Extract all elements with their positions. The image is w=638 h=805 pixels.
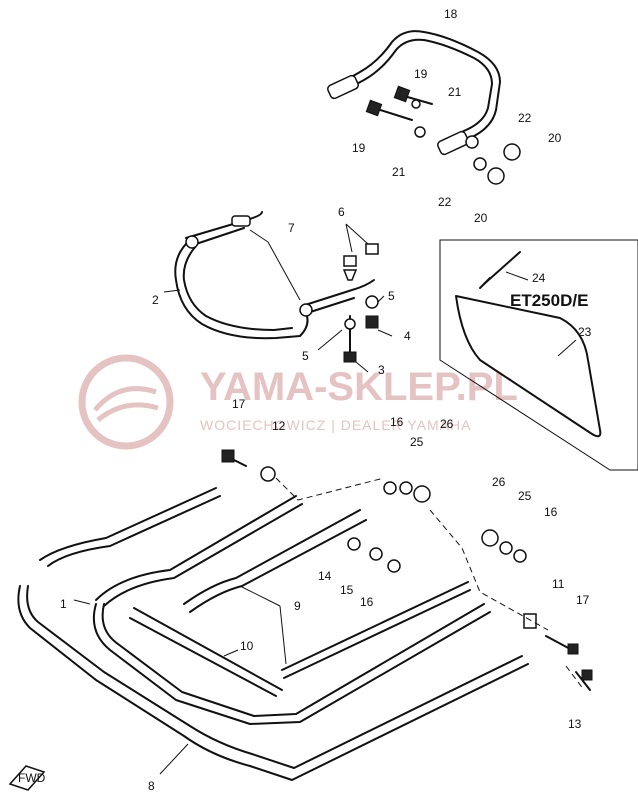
callout-24: 24 (532, 271, 546, 285)
callout-8: 8 (148, 779, 155, 793)
watermark-logo (78, 354, 174, 450)
callout-23: 23 (578, 325, 592, 339)
callout-14: 14 (318, 569, 332, 583)
callout-17: 17 (232, 397, 246, 411)
handle-fasteners (365, 85, 521, 185)
callout-22: 22 (518, 111, 532, 125)
callout-13: 13 (568, 717, 582, 731)
callout-16: 16 (360, 595, 374, 609)
callout-5: 5 (388, 289, 395, 303)
callout-21: 21 (392, 165, 406, 179)
callout-6: 6 (338, 205, 345, 219)
callout-22: 22 (438, 195, 452, 209)
callout-1: 1 (60, 597, 67, 611)
callout-15: 15 (340, 583, 354, 597)
rear-cover (17, 585, 529, 781)
watermark: YAMA-SKLEP.PL WOCIECHOWICZ | DEALER YAMA… (78, 354, 518, 450)
callout-9: 9 (294, 599, 301, 613)
callout-4: 4 (404, 329, 411, 343)
fwd-indicator: FWD (8, 765, 46, 791)
skid-rails (39, 487, 471, 697)
callout-12: 12 (272, 419, 286, 433)
callout-18: 18 (444, 7, 458, 21)
callout-26: 26 (492, 475, 506, 489)
variant-label: ET250D/E (510, 291, 588, 310)
guide-lines (275, 477, 585, 691)
variant-inset: ET250D/E (439, 239, 638, 471)
callout-16: 16 (544, 505, 558, 519)
rail-fasteners (221, 449, 593, 691)
callout-19: 19 (352, 141, 366, 155)
callout-25: 25 (410, 435, 424, 449)
leader-lines (73, 223, 577, 775)
watermark-title: YAMA-SKLEP.PL (200, 365, 518, 409)
callout-26: 26 (440, 417, 454, 431)
callout-10: 10 (240, 639, 254, 653)
bumper-fasteners (342, 243, 379, 363)
callout-19: 19 (414, 67, 428, 81)
watermark-subtitle: WOCIECHOWICZ | DEALER YAMAHA (200, 417, 471, 433)
callout-21: 21 (448, 85, 462, 99)
callout-25: 25 (518, 489, 532, 503)
callout-11: 11 (552, 577, 565, 591)
callout-5: 5 (302, 349, 309, 363)
callout-20: 20 (548, 131, 562, 145)
fwd-label: FWD (18, 771, 46, 785)
callouts: 18 19 21 19 21 22 20 22 20 7 6 2 5 4 5 3… (60, 7, 592, 793)
callout-3: 3 (378, 363, 385, 377)
front-bumper-bar (174, 211, 375, 340)
rear-handle-bar (327, 30, 501, 156)
callout-16: 16 (390, 415, 404, 429)
callout-17: 17 (576, 593, 590, 607)
callout-2: 2 (152, 293, 159, 307)
callout-20: 20 (474, 211, 488, 225)
callout-7: 7 (288, 221, 295, 235)
